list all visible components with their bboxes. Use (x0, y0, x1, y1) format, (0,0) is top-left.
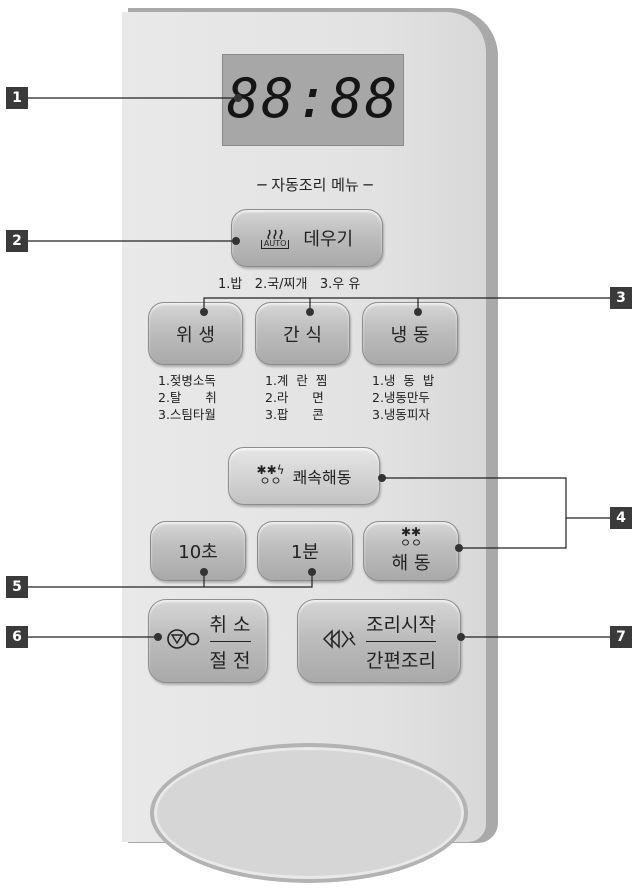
defrost-icon: ✱✱ㅇㅇ (399, 525, 423, 550)
snack-button[interactable]: 간 식 (255, 302, 350, 365)
start-icon (322, 628, 358, 655)
start-top-label: 조리시작 (366, 610, 436, 642)
auto-icon-text: AUTO (260, 239, 290, 249)
reheat-label: 데우기 (303, 229, 354, 250)
stop-icon (166, 628, 200, 655)
one-minute-label: 1분 (290, 542, 319, 563)
steam-auto-icon: AUTO (260, 228, 290, 249)
defrost-label: 해 동 (391, 553, 431, 574)
frozen-options: 1.냉 동 밥 2.냉동만두 3.냉동피자 (372, 373, 435, 422)
callout-1: 1 (6, 87, 28, 109)
cancel-button[interactable]: 취 소 절 전 (148, 599, 268, 683)
callout-7: 7 (610, 626, 632, 648)
reheat-button[interactable]: AUTO 데우기 (231, 209, 383, 267)
snack-options: 1.계 란 찜 2.라 면 3.팝 콘 (265, 373, 328, 422)
start-text: 조리시작 간편조리 (366, 610, 436, 673)
cancel-top-label: 취 소 (209, 610, 251, 642)
callout-3: 3 (610, 287, 632, 309)
reheat-options: 1.밥 2.국/찌개 3.우 유 (218, 277, 361, 292)
auto-menu-title: ─ 자동조리 메뉴 ─ (257, 176, 373, 194)
ten-seconds-label: 10초 (178, 542, 218, 563)
snack-label: 간 식 (283, 324, 322, 346)
hygiene-label: 위 생 (176, 324, 215, 346)
display-digits: 88:88 (226, 67, 400, 130)
callout-6: 6 (6, 626, 28, 648)
frozen-button[interactable]: 냉 동 (362, 302, 458, 365)
frozen-label: 냉 동 (390, 324, 430, 346)
cancel-text: 취 소 절 전 (209, 610, 251, 673)
lcd-display: 88:88 (222, 54, 404, 146)
callout-2: 2 (6, 230, 28, 252)
callout-5: 5 (6, 576, 28, 598)
quick-defrost-label: 쾌속해동 (292, 468, 352, 487)
ten-seconds-button[interactable]: 10초 (150, 521, 246, 581)
start-button[interactable]: 조리시작 간편조리 (297, 599, 461, 683)
control-panel (122, 12, 486, 842)
door-handle[interactable] (150, 743, 468, 883)
hygiene-button[interactable]: 위 생 (148, 302, 243, 365)
callout-4: 4 (610, 507, 632, 529)
start-bottom-label: 간편조리 (366, 649, 436, 672)
defrost-button[interactable]: ✱✱ㅇㅇ 해 동 (363, 521, 459, 581)
hygiene-options: 1.젖병소독 2.탈 취 3.스팀타월 (158, 373, 217, 422)
one-minute-button[interactable]: 1분 (257, 521, 353, 581)
cancel-bottom-label: 절 전 (209, 649, 251, 672)
